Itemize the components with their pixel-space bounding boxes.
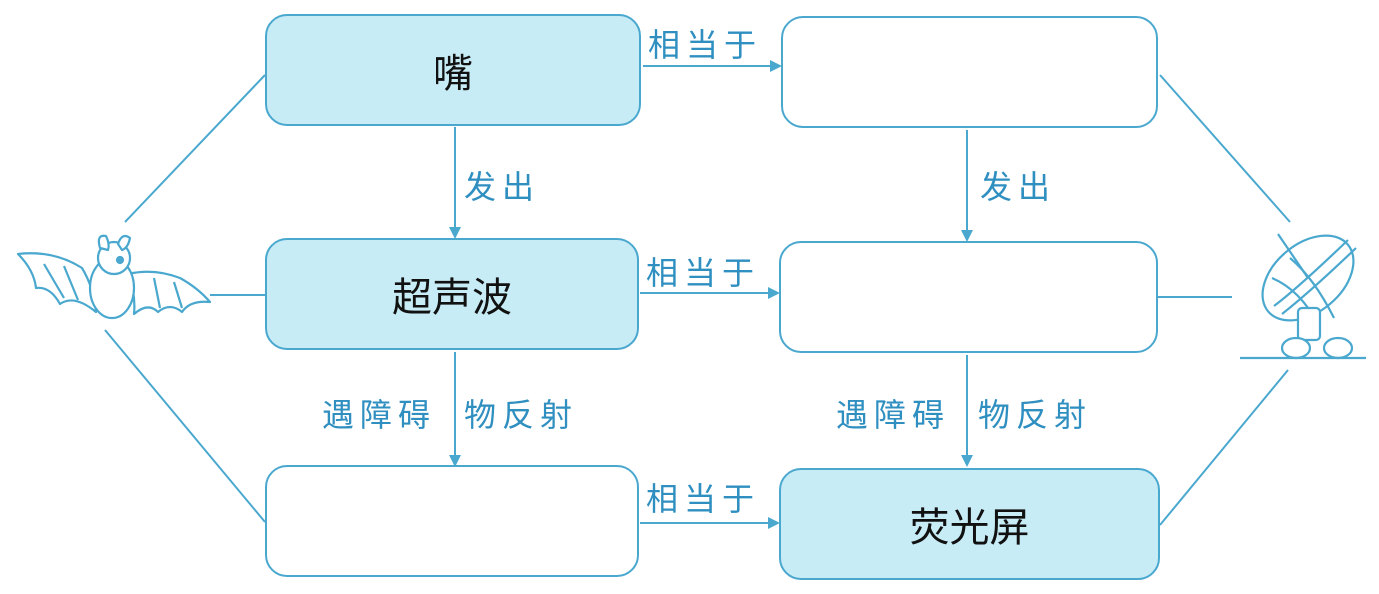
bat-to-top-line [124,74,266,223]
label-reflect-left-a: 遇障碍 [322,396,437,434]
box-mouth-text: 嘴 [433,51,473,97]
label-equiv-bottom: 相当于 [646,480,761,518]
box-ultrasound: 超声波 [265,238,639,350]
label-emit-right: 发出 [980,168,1057,206]
label-reflect-right-b: 物反射 [978,396,1093,434]
box-screen: 荧光屏 [779,468,1160,580]
label-reflect-right-a: 遇障碍 [836,396,951,434]
box-screen-text: 荧光屏 [909,505,1030,551]
label-emit-left: 发出 [464,168,541,206]
box-ultrasound-text: 超声波 [392,275,512,321]
bat-to-bottom-line [104,329,266,523]
top-to-radar-line [1159,74,1291,223]
label-equiv-top: 相当于 [648,26,763,64]
radar-dish-icon [1240,233,1366,360]
bottom-to-radar-line [1159,369,1289,526]
label-reflect-left-b: 物反射 [464,396,579,434]
bat-icon [16,234,212,320]
label-equiv-mid: 相当于 [646,254,761,292]
box-blank-mid-right [779,241,1158,353]
box-blank-bottom-left [265,465,639,577]
box-blank-top-right [781,16,1158,128]
box-mouth: 嘴 [265,14,641,126]
